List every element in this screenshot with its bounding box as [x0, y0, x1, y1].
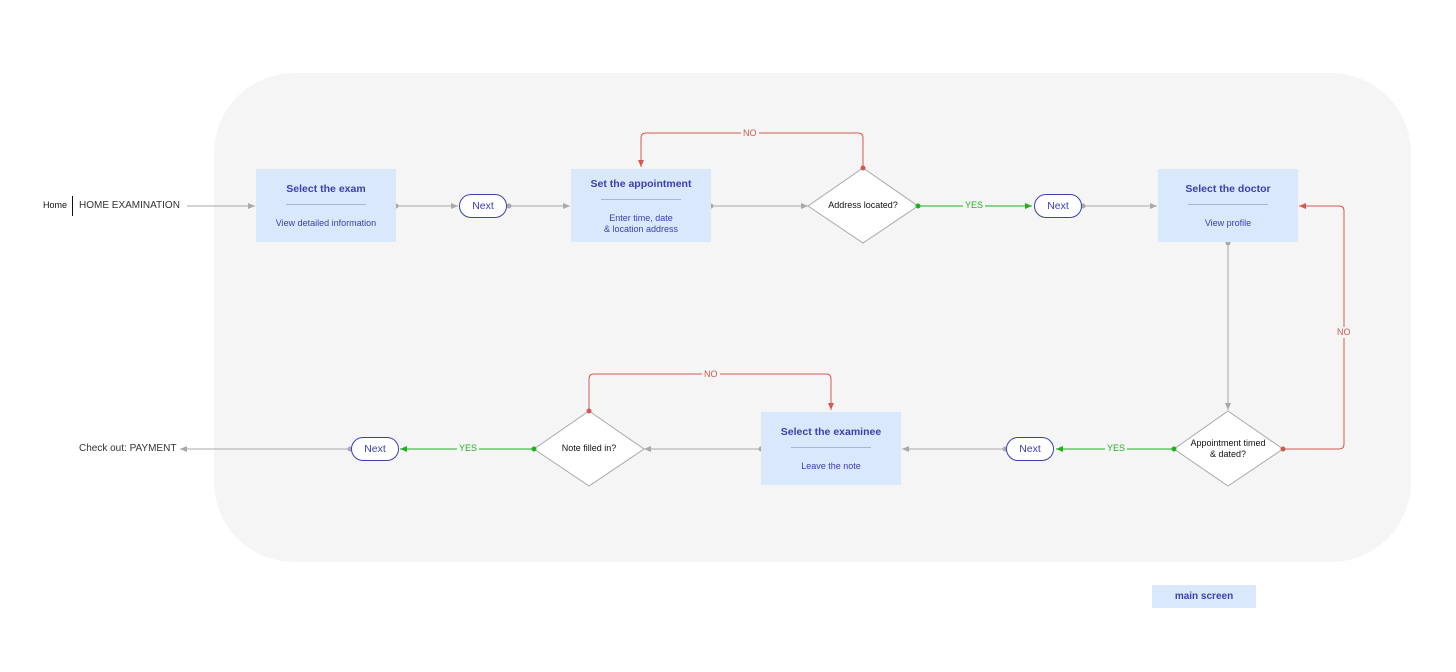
divider — [791, 447, 871, 448]
port-dot — [586, 408, 592, 414]
edge-label-yes-address: YES — [963, 200, 986, 211]
port-dot — [506, 203, 512, 209]
step-set-appointment[interactable]: Set the appointment Enter time, date & l… — [571, 169, 711, 242]
decision-address-shape — [807, 167, 919, 244]
step-subtitle-line1: Enter time, date — [609, 213, 673, 223]
next-button-note[interactable]: Next — [351, 437, 399, 461]
home-label: Home — [43, 200, 68, 210]
section-label: HOME EXAMINATION — [79, 200, 180, 211]
port-dot — [915, 203, 921, 209]
step-title: Select the exam — [286, 183, 366, 195]
step-subtitle-line2: & location address — [603, 224, 679, 234]
step-select-exam[interactable]: Select the exam View detailed informatio… — [256, 169, 396, 242]
checkout-label: Check out: PAYMENT — [79, 443, 177, 454]
edge-label-no-address: NO — [741, 128, 759, 139]
step-subtitle: Leave the note — [801, 461, 861, 471]
edge-label-no-appointment: NO — [1335, 327, 1353, 338]
port-dot — [1280, 446, 1286, 452]
port-dot — [1171, 446, 1177, 452]
decision-appointment-shape — [1173, 410, 1284, 487]
step-title: Select the examinee — [780, 426, 882, 438]
divider — [601, 199, 681, 200]
legend-main-screen: main screen — [1152, 585, 1256, 608]
edge-label-yes-note: YES — [457, 443, 480, 454]
next-button-exam[interactable]: Next — [459, 194, 507, 218]
edge-label-no-note: NO — [702, 369, 720, 380]
edge-label-yes-appointment: YES — [1105, 443, 1128, 454]
step-select-examinee[interactable]: Select the examinee Leave the note — [761, 412, 901, 485]
port-dot — [531, 446, 537, 452]
step-subtitle: View profile — [1204, 218, 1252, 228]
next-button-address[interactable]: Next — [1034, 194, 1082, 218]
decision-appointment-label-line2: & dated? — [1209, 449, 1247, 459]
decision-address-label: Address located? — [828, 200, 898, 210]
decision-note-shape — [533, 410, 645, 487]
port-dot — [860, 165, 866, 171]
next-button-appointment[interactable]: Next — [1006, 437, 1054, 461]
divider — [286, 204, 366, 205]
divider — [1188, 204, 1268, 205]
decision-appointment-label-line1: Appointment timed — [1190, 438, 1266, 448]
decision-note-label: Note filled in? — [561, 443, 617, 453]
step-title: Select the doctor — [1185, 183, 1271, 195]
step-select-doctor[interactable]: Select the doctor View profile — [1158, 169, 1298, 242]
step-title: Set the appointment — [590, 178, 692, 190]
home-divider — [72, 196, 73, 216]
step-subtitle: View detailed information — [275, 218, 377, 228]
